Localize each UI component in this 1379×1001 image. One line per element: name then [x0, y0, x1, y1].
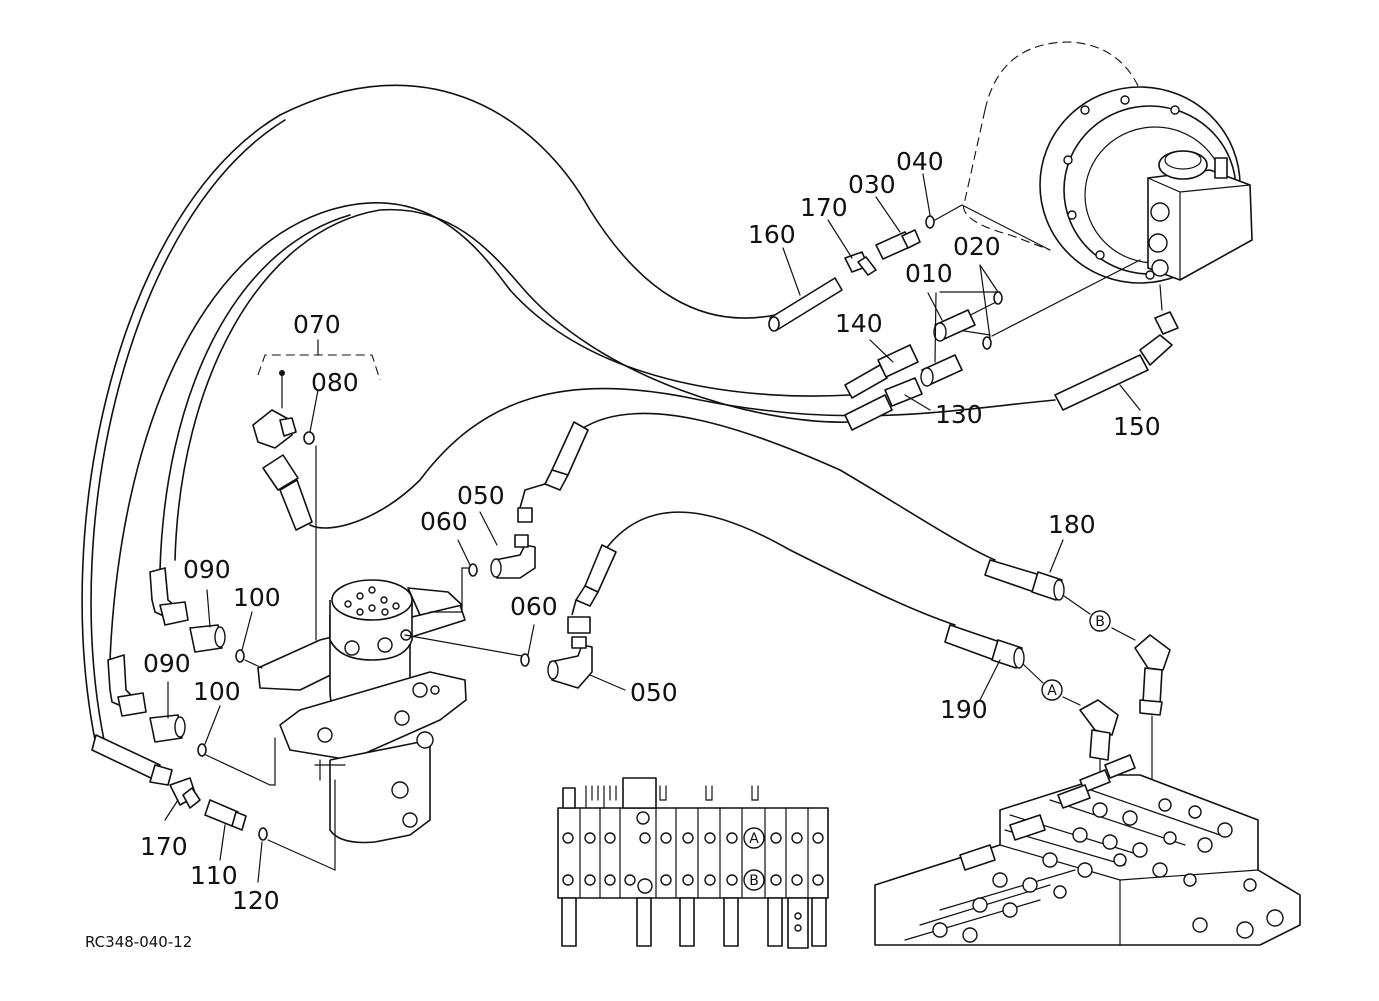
motor-bolt-holes — [1063, 95, 1180, 280]
label-090-lower: 090 — [143, 649, 191, 678]
fitting-010-upper — [933, 309, 976, 342]
label-130: 130 — [935, 400, 983, 429]
label-050-lower: 050 — [630, 678, 678, 707]
elbow-b-side — [1134, 634, 1171, 716]
oring-120 — [258, 827, 268, 841]
label-090-upper: 090 — [183, 555, 231, 584]
label-140: 140 — [835, 309, 883, 338]
oring-040 — [925, 215, 935, 229]
leader-lines — [164, 173, 1141, 883]
hose-end-050-lower — [567, 544, 617, 634]
hose-end-150 — [1054, 311, 1179, 411]
elbow-a-side — [1079, 699, 1119, 761]
label-050-upper: 050 — [457, 481, 505, 510]
label-100-upper: 100 — [233, 583, 281, 612]
oring-020-upper — [993, 291, 1003, 305]
label-070: 070 — [293, 310, 341, 339]
oring-100-lower — [197, 743, 207, 757]
fitting-170-lower — [169, 777, 201, 809]
port-marker-b-valve: B — [743, 869, 765, 891]
oring-100-upper — [235, 649, 245, 663]
fitting-160 — [768, 277, 843, 332]
valve-spools — [959, 754, 1136, 871]
fitting-170-upper — [844, 251, 877, 276]
svg-text:B: B — [1095, 614, 1105, 630]
travel-motor — [963, 41, 1253, 284]
port-marker-b-hose: B — [1089, 610, 1111, 632]
oring-060-upper — [468, 563, 478, 577]
elbow-050-lower — [547, 636, 593, 689]
drawing-code: RC348-040-12 — [85, 933, 192, 951]
label-170-upper: 170 — [800, 193, 848, 222]
hose-end-190 — [944, 624, 1025, 669]
fitting-090-upper — [149, 567, 226, 653]
fitting-090-lower — [107, 654, 186, 743]
port-marker-a-valve: A — [743, 827, 765, 849]
port-marker-a-hose: A — [1041, 679, 1063, 701]
label-170-lower: 170 — [140, 832, 188, 861]
label-030: 030 — [848, 170, 896, 199]
part-labels: 040 030 170 160 020 010 140 130 150 070 … — [140, 147, 1161, 915]
label-180: 180 — [1048, 510, 1096, 539]
svg-text:B: B — [749, 873, 759, 889]
elbow-050-upper — [490, 534, 536, 579]
elbow-070 — [252, 409, 297, 449]
swivel-hose-end — [262, 454, 313, 531]
label-190: 190 — [940, 695, 988, 724]
swivel-joint — [257, 579, 467, 844]
hose-end-lower-left — [91, 734, 173, 786]
label-060-upper: 060 — [420, 507, 468, 536]
svg-text:A: A — [1047, 683, 1057, 699]
label-060-lower: 060 — [510, 592, 558, 621]
svg-text:A: A — [749, 831, 759, 847]
hose-end-180 — [984, 559, 1065, 601]
fitting-030 — [875, 229, 921, 260]
label-160: 160 — [748, 220, 796, 249]
oring-060-lower — [520, 653, 530, 667]
valve-ports — [932, 798, 1284, 943]
label-100-lower: 100 — [193, 677, 241, 706]
label-110: 110 — [190, 861, 238, 890]
valve-schematic — [557, 777, 829, 949]
hose-end-130 — [844, 377, 923, 431]
hose-end-050-upper — [517, 421, 589, 523]
hoses — [81, 84, 1163, 746]
label-020: 020 — [953, 232, 1001, 261]
hose-end-140 — [844, 344, 919, 399]
control-valve — [874, 754, 1301, 946]
label-010: 010 — [905, 259, 953, 288]
oring-080 — [303, 431, 315, 445]
fitting-010-lower — [920, 354, 963, 387]
label-150: 150 — [1113, 412, 1161, 441]
label-040: 040 — [896, 147, 944, 176]
label-080: 080 — [311, 368, 359, 397]
oring-020-lower — [982, 336, 992, 350]
label-120: 120 — [232, 886, 280, 915]
fitting-110 — [204, 799, 247, 831]
